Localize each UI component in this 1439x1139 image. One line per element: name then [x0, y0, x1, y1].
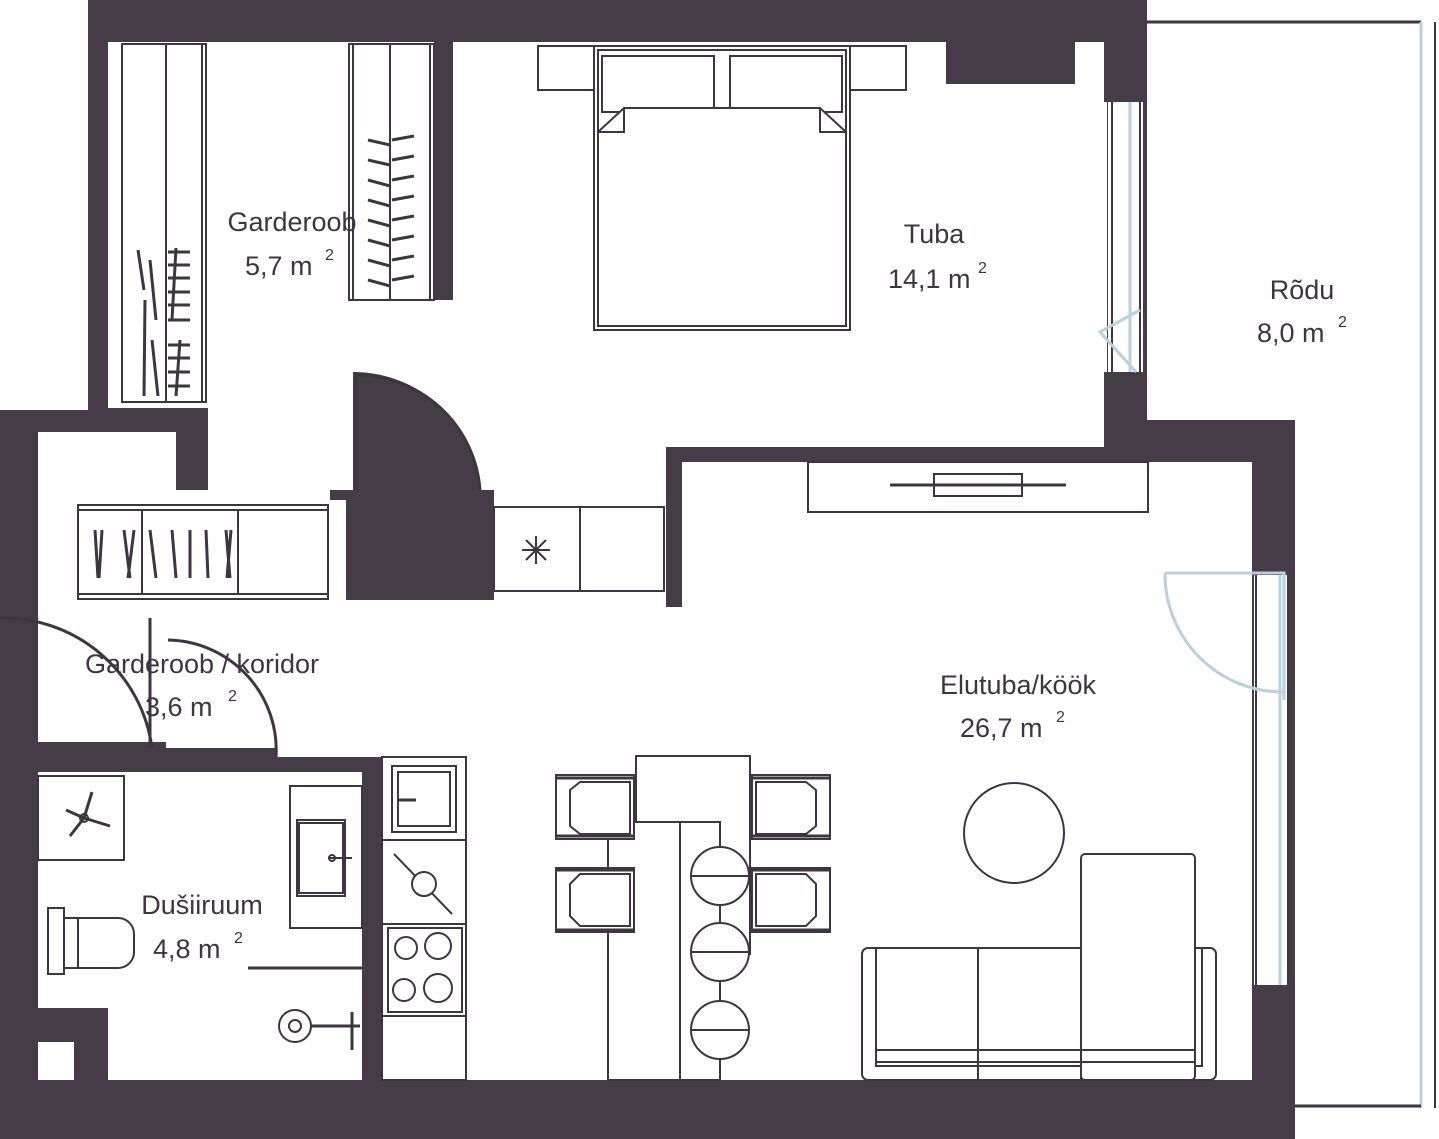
- cooktop: [387, 927, 463, 1013]
- shower-room-door[interactable]: [167, 638, 278, 758]
- label-closet-bedroom: Garderoob 5,7 m 2: [227, 207, 356, 281]
- room-name: Tuba: [904, 219, 966, 249]
- room-name: Elutuba/köök: [940, 670, 1097, 700]
- area-unit-sup: 2: [234, 930, 243, 947]
- kitchen-wall-stub: [666, 447, 682, 607]
- label-hallway: Garderoob / koridor 3,6 m 2: [85, 649, 319, 722]
- shower-tray: [37, 775, 125, 861]
- bath-top-wall-left: [38, 742, 166, 772]
- living-balcony-door[interactable]: [1163, 571, 1289, 985]
- wardrobe-right: [348, 43, 435, 301]
- balcony: [1147, 20, 1436, 1108]
- entrance-door[interactable]: [0, 616, 154, 749]
- shower-floor-low: [108, 1008, 362, 1080]
- label-balcony: Rõdu 8,0 m 2: [1257, 275, 1347, 348]
- label-living-kitchen: Elutuba/köök 26,7 m 2: [940, 670, 1097, 743]
- entry-niche: [38, 432, 176, 490]
- room-name: Garderoob / koridor: [85, 649, 319, 679]
- balcony-floor-lower: [1295, 400, 1423, 1108]
- bedroom-door[interactable]: [354, 372, 482, 491]
- wash-basin: [289, 785, 363, 929]
- hangers-left: [136, 247, 190, 397]
- room-name: Dušiiruum: [141, 890, 263, 920]
- area-unit-sup: 2: [228, 688, 237, 705]
- bath-top-wall-right: [276, 757, 382, 772]
- shaft: [38, 1042, 74, 1080]
- dining-chairs-right: [751, 774, 831, 933]
- closet-partition: [434, 42, 453, 320]
- room-area: 3,6 m: [145, 692, 213, 722]
- left-wall-segment: [0, 410, 38, 612]
- shower-head: [278, 1009, 360, 1050]
- asterisk-icon: [522, 536, 550, 564]
- bedroom-balcony-door[interactable]: [1097, 102, 1143, 374]
- label-shower-room: Dušiiruum 4,8 m 2: [141, 890, 263, 964]
- hall-wardrobe: [77, 504, 329, 600]
- area-unit-sup: 2: [325, 247, 334, 264]
- area-unit-sup: 2: [1056, 709, 1065, 726]
- room-name: Garderoob: [227, 207, 356, 237]
- label-bedroom: Tuba 14,1 m 2: [888, 219, 987, 294]
- room-area: 4,8 m: [153, 934, 221, 964]
- bar-stools: [690, 846, 750, 1060]
- bedroom-right-wall-bottom: [1104, 372, 1147, 447]
- room-name: Rõdu: [1270, 275, 1335, 305]
- bath-right-wall: [362, 757, 382, 1087]
- living-right-wall-top: [1252, 470, 1295, 575]
- electrical-cabinet: [493, 506, 665, 592]
- tv-unit: [807, 461, 1149, 513]
- hangers-right: [367, 134, 415, 288]
- balcony-floor: [1147, 20, 1423, 420]
- corner-sofa: [861, 853, 1217, 1081]
- room-area: 14,1 m: [888, 264, 971, 294]
- wardrobe-left: [121, 43, 207, 403]
- left-bath-wall: [0, 742, 38, 1042]
- dishwasher: [393, 853, 453, 915]
- dining-chairs-left: [555, 774, 635, 933]
- double-bed: [537, 45, 907, 331]
- toilet: [47, 907, 135, 975]
- bedroom-right-wall-top: [1104, 42, 1147, 102]
- area-unit-sup: 2: [1338, 314, 1347, 331]
- room-area: 8,0 m: [1257, 318, 1325, 348]
- area-unit-sup: 2: [978, 260, 987, 277]
- coffee-table: [963, 782, 1065, 884]
- bottom-wall: [0, 1080, 1295, 1139]
- kitchen-sink: [391, 765, 457, 833]
- room-area: 5,7 m: [245, 251, 313, 281]
- room-area: 26,7 m: [960, 713, 1043, 743]
